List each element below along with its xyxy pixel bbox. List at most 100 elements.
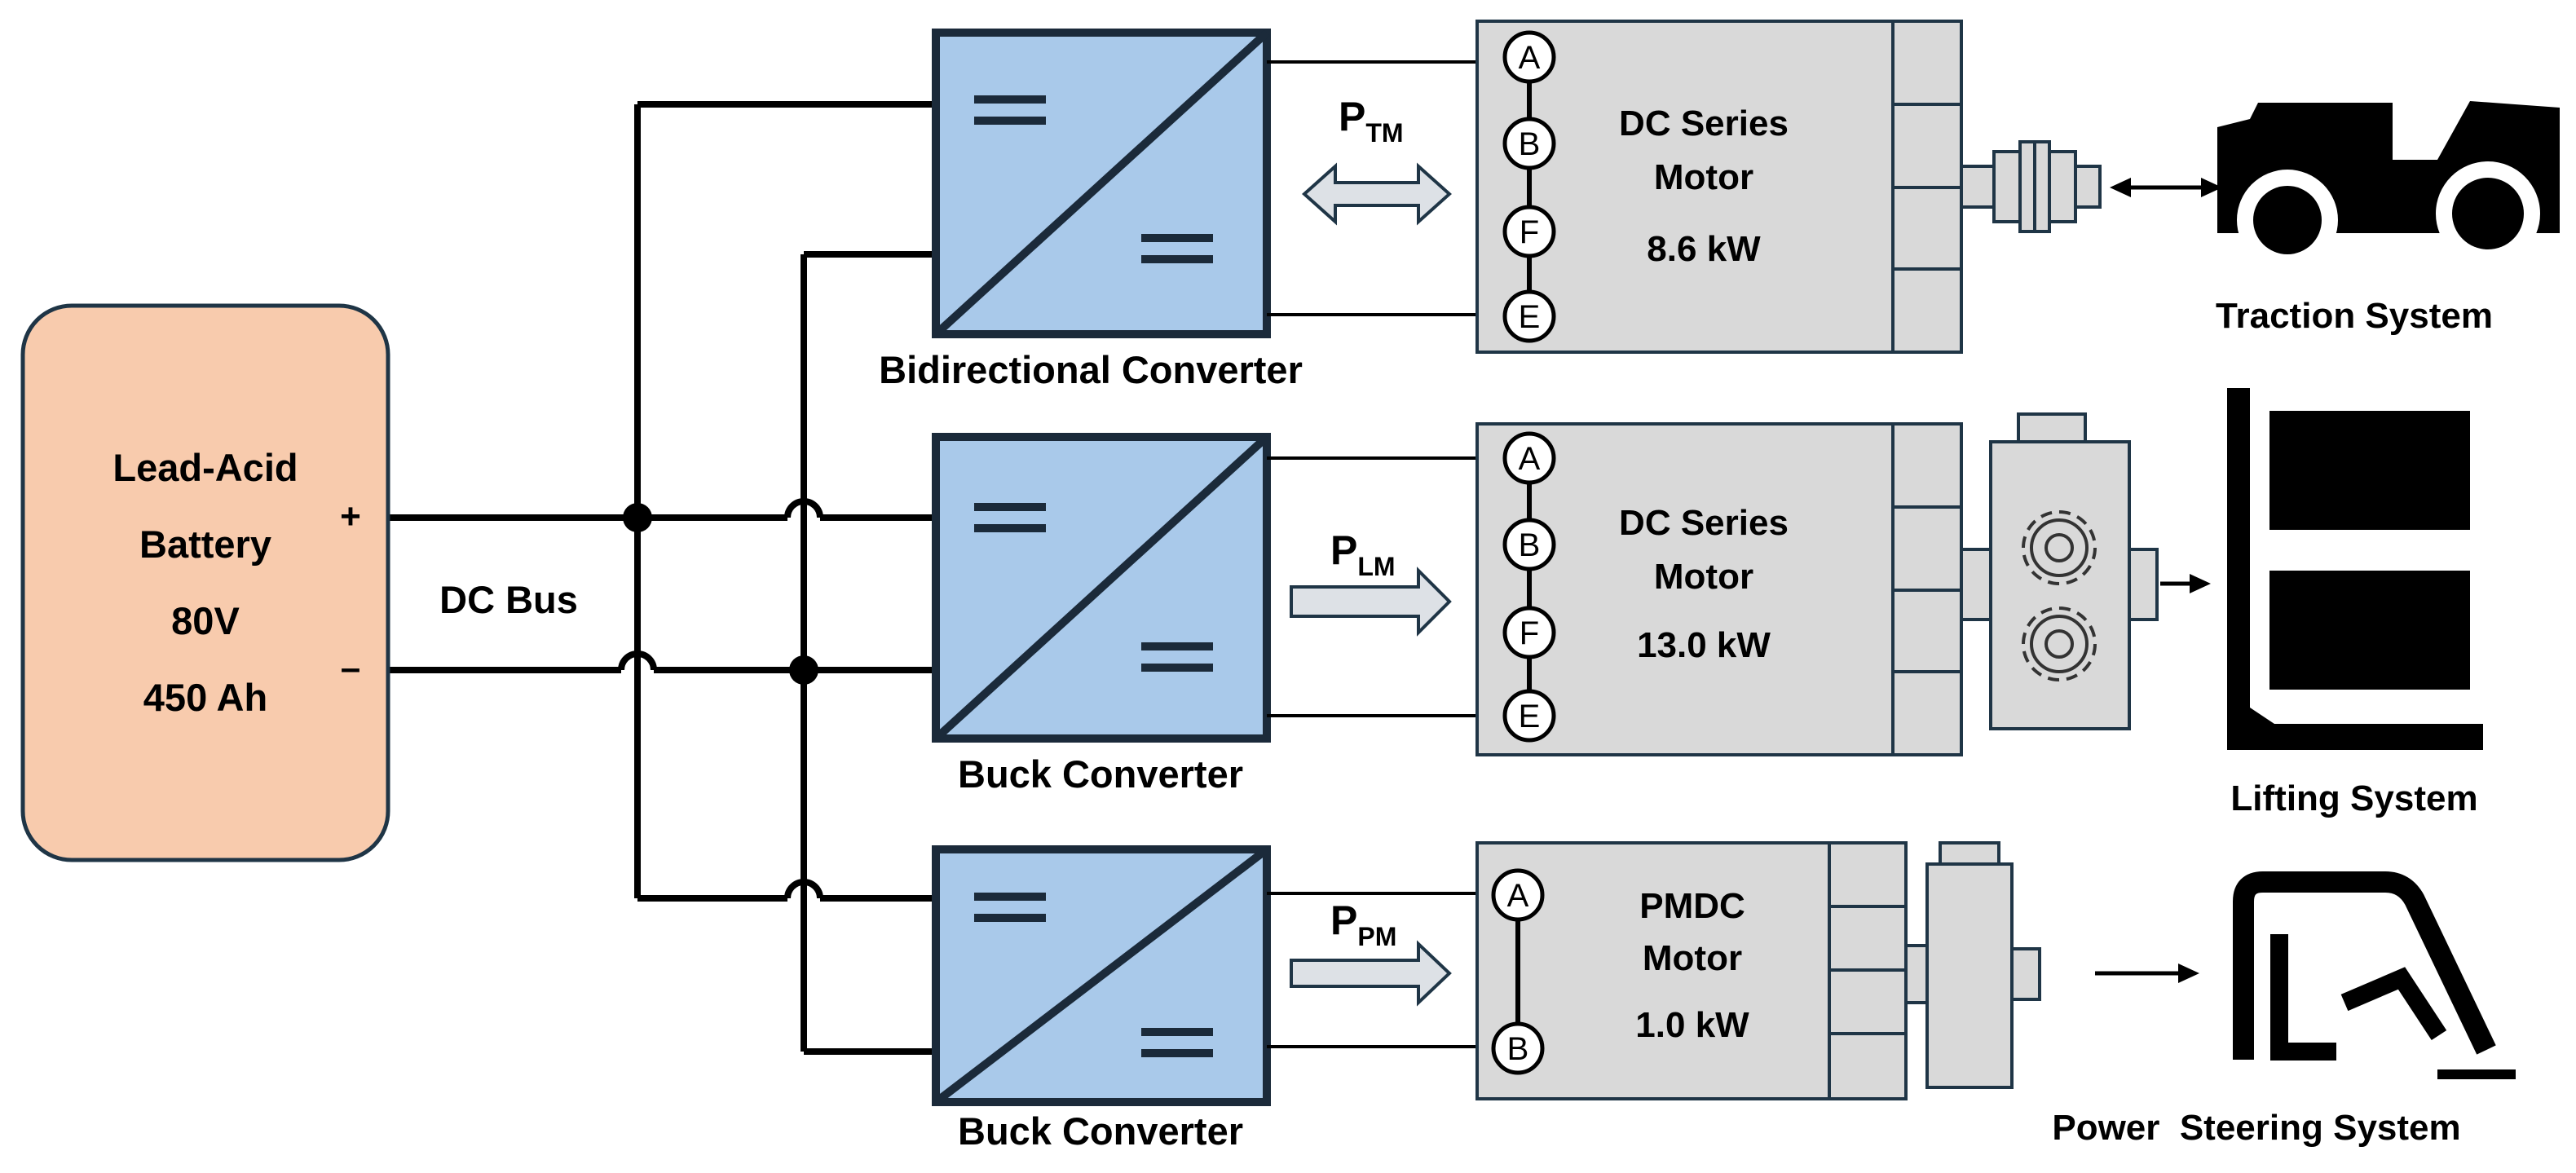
- dc-bus-wiring: [386, 101, 936, 1055]
- positive-junction-dot: [623, 503, 652, 532]
- bidirectional-arrow-icon: [1302, 162, 1452, 226]
- converter3-positive-hop: [784, 879, 823, 899]
- converter-3-diagonal: [933, 846, 1270, 1105]
- terminal-e: [1502, 289, 1556, 343]
- terminal-b: [1502, 117, 1556, 170]
- converter-3-input-dc-symbol: [974, 893, 1046, 922]
- gearbox: [1960, 412, 2159, 730]
- battery-line-4: 450 Ah: [143, 676, 267, 719]
- steering-drive-unit: [1904, 841, 2041, 1089]
- gearbox-output-shaft: [2128, 548, 2159, 621]
- motor-2-cooling-fins: [1893, 505, 1961, 673]
- terminal-a: [1491, 868, 1545, 922]
- converter-1-input-dc-symbol: [974, 95, 1046, 125]
- coupling-flange: [2048, 150, 2077, 223]
- motor-2-rating: 13.0 kW: [1637, 625, 1771, 665]
- power-flow-2: PLM: [1290, 527, 1452, 637]
- terminal-b-label: B: [1519, 527, 1541, 563]
- steering-seat-icon: [2233, 871, 2516, 1079]
- gear-icon: [2022, 606, 2097, 681]
- drive-housing: [1925, 862, 2014, 1089]
- terminal-b-label: B: [1519, 126, 1541, 162]
- battery: Lead-Acid Battery 80V 450 Ah + –: [20, 303, 390, 862]
- svg-text:PTM: PTM: [1339, 94, 1404, 148]
- converter-1-label: Bidirectional Converter: [879, 348, 1303, 391]
- converter-1-diagonal: [933, 29, 1270, 337]
- shaft-stub: [1960, 165, 1996, 209]
- terminal-f-label: F: [1520, 214, 1539, 250]
- power-flow-1-subscript: TM: [1365, 118, 1403, 148]
- converter-3-label: Buck Converter: [958, 1109, 1243, 1153]
- power-flow-3-symbol: P: [1330, 897, 1357, 943]
- negative-junction-dot: [789, 655, 818, 685]
- motor-1-rating: 8.6 kW: [1647, 229, 1761, 269]
- coupling-flange: [1992, 150, 2022, 223]
- converter-motor-wires: [1267, 60, 1500, 1048]
- terminal-e-label: E: [1519, 699, 1541, 734]
- drive-output-shaft: [2010, 947, 2041, 1001]
- motor-2-name-line-2: Motor: [1654, 557, 1753, 597]
- battery-line-1: Lead-Acid: [112, 446, 298, 489]
- terminal-a: [1502, 431, 1556, 485]
- terminal-f: [1502, 205, 1556, 258]
- terminal-f: [1502, 606, 1556, 659]
- right-arrow-icon: [2160, 574, 2211, 593]
- gearbox-housing: [1989, 440, 2131, 730]
- motor-1-supply-wires: [1267, 60, 1500, 316]
- right-arrow-icon: [2095, 964, 2199, 983]
- system-3-label: Power Steering System: [2052, 1108, 2460, 1148]
- gear-icon: [2022, 510, 2097, 585]
- converter-2: Buck Converter: [932, 433, 1271, 796]
- terminal-f-label: F: [1520, 615, 1539, 651]
- forward-arrow-icon: [1290, 940, 1452, 1007]
- converter-2-diagonal: [933, 434, 1270, 742]
- motor-3: A B PMDC Motor 1.0 kW: [1475, 841, 1908, 1100]
- motor-3-cooling-fins: [1829, 905, 1906, 1035]
- converter-2-output-dc-symbol: [1141, 642, 1213, 672]
- terminal-e: [1502, 689, 1556, 743]
- power-flow-1-symbol: P: [1339, 94, 1365, 139]
- motor-3-rating: 1.0 kW: [1635, 1005, 1749, 1045]
- motor-1-name-line-1: DC Series: [1619, 104, 1789, 143]
- shaft-stub: [2074, 165, 2102, 209]
- forklift-mast-icon: [2227, 388, 2483, 750]
- motor-1-shaft-coupling: [1960, 140, 2102, 233]
- converter-3-output-dc-symbol: [1141, 1028, 1213, 1057]
- converter-2-label: Buck Converter: [958, 752, 1243, 796]
- vehicle-icon: [2217, 101, 2560, 271]
- battery-minus-sign: –: [341, 648, 360, 688]
- motor-1: A B F E DC Series Motor 8.6 kW: [1475, 20, 1963, 354]
- terminal-a-label: A: [1519, 40, 1541, 76]
- motor-3-name-line-1: PMDC: [1639, 886, 1745, 926]
- terminal-b-label: B: [1507, 1031, 1529, 1067]
- power-flow-2-symbol: P: [1330, 527, 1357, 573]
- motor-2: A B F E DC Series Motor 13.0 kW: [1475, 422, 1963, 756]
- converter-3: Buck Converter: [932, 845, 1271, 1153]
- shaft-stub: [1904, 944, 1929, 1004]
- power-flow-1: PTM: [1302, 94, 1452, 226]
- motor-2-supply-wires: [1267, 456, 1500, 717]
- power-flow-3: PPM: [1290, 897, 1452, 1007]
- terminal-e-label: E: [1519, 299, 1541, 335]
- svg-text:PPM: PPM: [1330, 897, 1396, 951]
- battery-plus-sign: +: [340, 496, 361, 536]
- motor-2-name-line-1: DC Series: [1619, 503, 1789, 543]
- converter-1-output-dc-symbol: [1141, 234, 1213, 263]
- dc-bus-label: DC Bus: [439, 578, 578, 621]
- motor-3-name-line-2: Motor: [1643, 938, 1742, 978]
- coupling-flange: [2018, 140, 2036, 233]
- terminal-a-label: A: [1507, 878, 1529, 914]
- terminal-a: [1502, 30, 1556, 84]
- battery-line-3: 80V: [171, 599, 240, 642]
- converter-2-input-dc-symbol: [974, 503, 1046, 532]
- terminal-a-label: A: [1519, 441, 1541, 477]
- power-flow-2-subscript: LM: [1357, 552, 1395, 581]
- converter-1: Bidirectional Converter: [879, 29, 1303, 391]
- battery-box: [20, 303, 390, 862]
- svg-text:PLM: PLM: [1330, 527, 1396, 581]
- terminal-b: [1502, 518, 1556, 571]
- motor-1-cooling-fins: [1893, 103, 1961, 271]
- double-arrow-icon: [2110, 178, 2222, 197]
- battery-line-2: Battery: [139, 523, 271, 566]
